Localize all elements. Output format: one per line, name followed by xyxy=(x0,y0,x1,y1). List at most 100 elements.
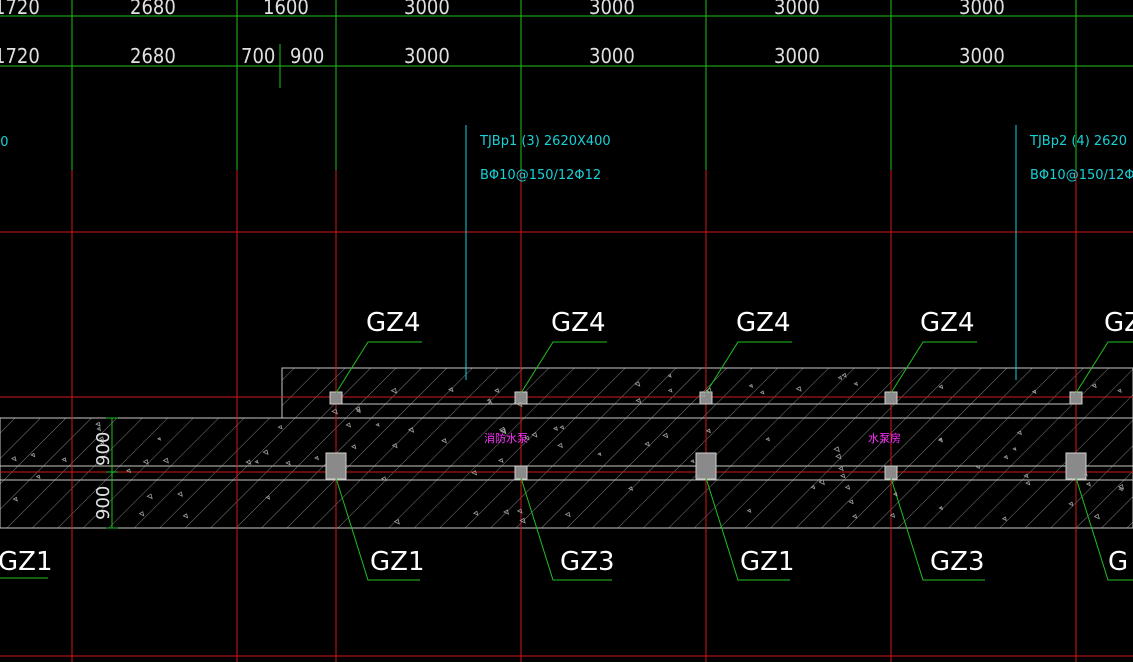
dim-text: 3000 xyxy=(589,0,635,19)
concrete-speck xyxy=(705,428,711,434)
dim-text: 3000 xyxy=(404,44,450,68)
concrete-speck xyxy=(1003,455,1009,460)
concrete-speck xyxy=(1001,516,1007,522)
beam-leaders xyxy=(465,125,1017,380)
concrete-speck xyxy=(557,442,563,449)
concrete-speck xyxy=(559,425,565,430)
concrete-speck xyxy=(177,491,183,497)
concrete-speck xyxy=(1023,473,1029,479)
column-tags-bottom: GZ1 GZ1 GZ3 GZ1 GZ3 G xyxy=(0,547,1128,577)
concrete-speck xyxy=(393,518,400,525)
concrete-speck xyxy=(705,387,712,394)
dim-text: 3000 xyxy=(589,44,635,68)
concrete-speck xyxy=(100,441,105,446)
concrete-speck xyxy=(835,453,842,460)
concrete-speck xyxy=(746,508,752,513)
dim-text: 3000 xyxy=(404,0,450,19)
concrete-speck xyxy=(441,438,447,444)
tag-leaders xyxy=(0,341,1133,581)
concrete-speck xyxy=(494,388,500,394)
dim-text: 1720 xyxy=(0,44,40,68)
concrete-speck xyxy=(407,426,415,433)
concrete-speck xyxy=(98,436,105,442)
concrete-speck xyxy=(391,442,398,449)
beam-label-tjbp2: TJBp2 (4) 2620 xyxy=(1029,134,1127,149)
concrete-speck xyxy=(938,384,944,390)
concrete-speck xyxy=(138,511,145,517)
concrete-speck xyxy=(690,459,695,464)
concrete-speck xyxy=(516,508,523,514)
concrete-speck xyxy=(142,458,149,465)
dim-text: 1720 xyxy=(0,0,40,19)
concrete-speck xyxy=(892,492,898,497)
concrete-speck xyxy=(125,468,132,474)
concrete-speck xyxy=(331,408,338,415)
concrete-speck xyxy=(146,493,153,500)
concrete-speck xyxy=(597,452,602,457)
column-tag: G xyxy=(1108,547,1128,577)
concrete-speck xyxy=(839,473,846,479)
concrete-speck xyxy=(667,388,673,393)
columns xyxy=(325,391,1087,480)
concrete-speck xyxy=(1025,480,1031,486)
concrete-speck xyxy=(851,513,858,519)
column-tag: GZ1 xyxy=(0,547,53,577)
vertical-dim-text: 900 xyxy=(93,486,114,520)
concrete-speck xyxy=(1085,481,1091,487)
concrete-speck xyxy=(564,511,571,518)
concrete-speck xyxy=(448,387,454,393)
beam-label-partial: 00 xyxy=(0,135,9,150)
room-label: 消防水泵 xyxy=(484,431,528,445)
concrete-speck xyxy=(254,459,259,464)
concrete-speck xyxy=(938,506,943,511)
concrete-speck xyxy=(634,381,641,387)
concrete-speck xyxy=(157,436,162,441)
concrete-speck xyxy=(30,452,36,458)
concrete-speck xyxy=(182,513,189,519)
dim-text: 3000 xyxy=(959,0,1005,19)
column-tag: GZ4 xyxy=(736,308,791,338)
dim-text: 2680 xyxy=(130,0,176,19)
concrete-speck xyxy=(1016,430,1022,436)
concrete-speck xyxy=(35,474,41,480)
concrete-speck xyxy=(1091,383,1097,389)
beam-rebar-tjbp2: BΦ10@150/12Φ xyxy=(1030,168,1133,183)
concrete-speck xyxy=(837,375,843,380)
concrete-speck xyxy=(350,444,357,450)
concrete-speck xyxy=(795,386,802,392)
concrete-speck xyxy=(889,512,896,518)
concrete-speck xyxy=(381,476,387,482)
column-tag: GZ xyxy=(1104,308,1133,338)
concrete-speck xyxy=(628,486,634,491)
column-tag: GZ4 xyxy=(366,308,421,338)
dim-text: 3000 xyxy=(959,44,1005,68)
concrete-speck xyxy=(662,432,669,439)
concrete-speck xyxy=(499,428,507,435)
concrete-speck xyxy=(853,381,859,386)
concrete-speck xyxy=(61,457,67,463)
dimension-lines xyxy=(0,0,1133,529)
dimension-row-upper: 1720 2680 1600 3000 3000 3000 3000 xyxy=(0,0,1005,19)
concrete-speck xyxy=(531,431,538,438)
concrete-speck xyxy=(498,426,506,433)
concrete-speck xyxy=(844,484,851,490)
concrete-specks xyxy=(11,372,1125,525)
concrete-speck xyxy=(1117,388,1122,393)
column-tag: GZ4 xyxy=(551,308,606,338)
concrete-speck xyxy=(516,401,523,408)
beam-labels: 00 TJBp1 (3) 2620X400 BΦ10@150/12Φ12 TJB… xyxy=(0,134,1133,183)
column-tag: GZ3 xyxy=(930,547,985,577)
concrete-speck xyxy=(96,426,101,432)
dim-text: 3000 xyxy=(774,0,820,19)
concrete-speck xyxy=(833,446,840,453)
concrete-speck xyxy=(498,458,504,464)
concrete-speck xyxy=(162,457,169,464)
concrete-speck xyxy=(937,437,943,443)
concrete-speck xyxy=(1012,447,1017,451)
vertical-dimensions: 900 900 xyxy=(93,432,114,520)
concrete-speck xyxy=(818,479,825,486)
concrete-speck xyxy=(356,408,361,414)
concrete-speck xyxy=(285,460,291,466)
concrete-speck xyxy=(12,496,18,502)
